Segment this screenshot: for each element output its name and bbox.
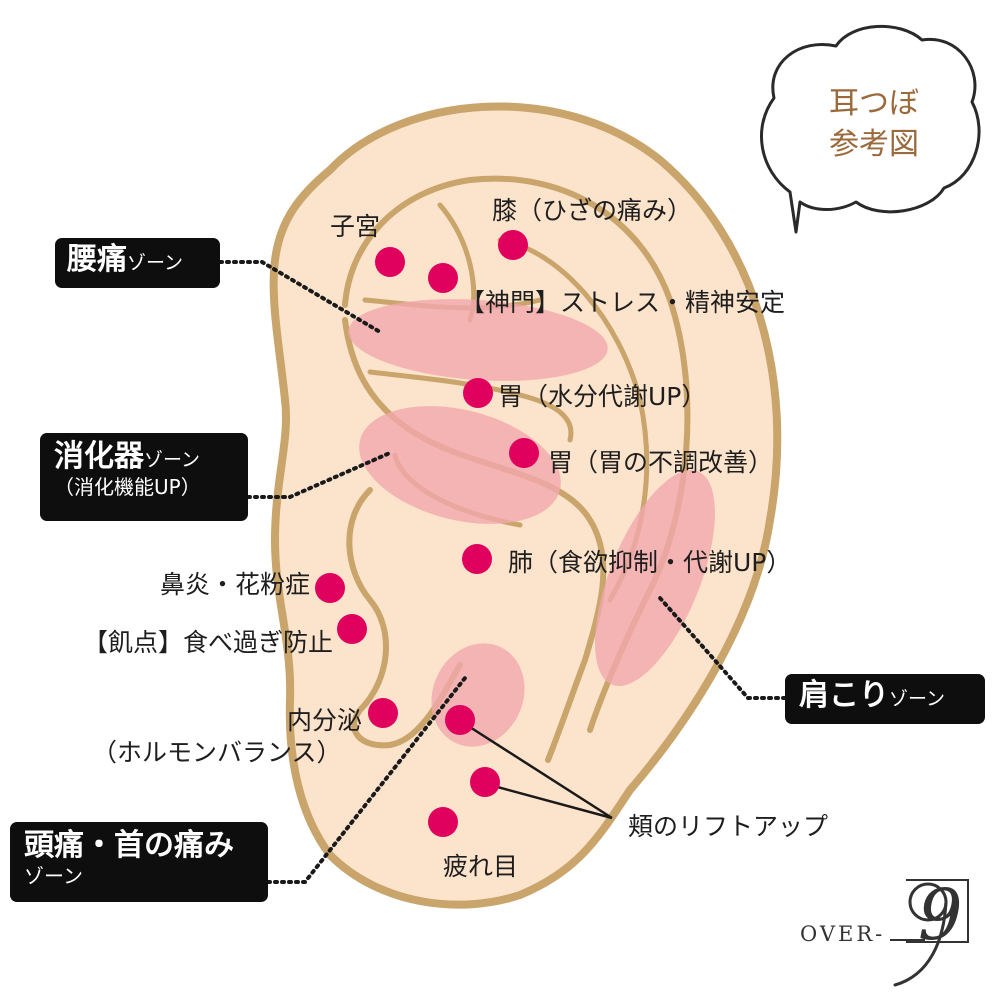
point-knee — [498, 230, 528, 260]
speech-bubble — [760, 24, 981, 234]
point-endocrine — [368, 698, 398, 728]
point-uterus — [375, 247, 405, 277]
label-lung: 肺（食欲抑制・代謝UP） — [508, 548, 792, 577]
logo-text-mark: 9 — [918, 874, 963, 956]
bubble-title: 耳つぼ 参考図 — [810, 84, 938, 165]
leader-headache — [266, 676, 467, 884]
point-shenmen — [428, 263, 458, 293]
label-rhinitis: 鼻炎・花粉症 — [159, 570, 310, 599]
label-cheek: 頬のリフトアップ — [628, 812, 829, 841]
logo-graphic — [890, 879, 969, 987]
point-stomach-upset — [509, 438, 539, 468]
point-rhinitis — [315, 573, 345, 603]
canal-ridge — [346, 487, 463, 749]
point-stomach-water — [463, 378, 493, 408]
label-stomach-upset: 胃（胃の不調改善） — [548, 448, 774, 477]
zone-digestive-main: 消化器 — [54, 439, 144, 474]
bubble-title-line1: 耳つぼ — [829, 86, 919, 121]
shoulder-zone-area — [595, 470, 715, 686]
cheek-line-2 — [489, 783, 613, 820]
leader-shoulder — [658, 596, 787, 700]
leader-digestive — [246, 450, 394, 499]
zone-label-lumbar: 腰痛ゾーン — [55, 238, 220, 288]
label-shenmen: 【神門】ストレス・精神安定 — [460, 288, 786, 317]
cheek-line-1 — [461, 720, 613, 820]
concha-ridge — [367, 369, 574, 443]
point-lung — [462, 544, 492, 574]
label-endocrine-sub: （ホルモンバランス） — [92, 738, 342, 767]
leader-lumbar — [218, 260, 382, 334]
label-hunger: 【飢点】食べ過ぎ防止 — [82, 628, 333, 657]
label-endocrine: 内分泌 — [286, 706, 362, 735]
label-knee: 膝（ひざの痛み） — [492, 196, 693, 225]
point-cheek-2 — [470, 767, 500, 797]
point-hunger — [337, 614, 367, 644]
zone-label-shoulder: 肩こりゾーン — [785, 674, 985, 724]
antihelix-ridge — [342, 317, 607, 763]
label-uterus: 子宮 — [330, 212, 381, 241]
logo-text: OVER- 9 — [800, 874, 963, 956]
zone-shoulder-suffix: ゾーン — [889, 688, 946, 710]
zone-shoulder-main: 肩こり — [799, 678, 889, 713]
label-eye: 疲れ目 — [443, 852, 519, 881]
logo-text-over: OVER- — [800, 922, 886, 946]
label-stomach-water: 胃（水分代謝UP） — [498, 382, 707, 411]
zone-headache-sub: ゾーン — [24, 864, 83, 888]
zone-headache-main: 頭痛・首の痛み — [24, 828, 234, 863]
point-cheek-1 — [445, 705, 475, 735]
zone-label-headache: 頭痛・首の痛み ゾーン — [10, 822, 268, 902]
zone-lumbar-suffix: ゾーン — [127, 252, 184, 274]
point-eye — [428, 807, 458, 837]
zone-digestive-suffix: ゾーン — [144, 449, 201, 471]
zone-digestive-sub: （消化機能UP） — [54, 475, 201, 499]
lumbar-zone-area — [348, 299, 608, 381]
bubble-title-line2: 参考図 — [829, 126, 919, 162]
zone-lumbar-main: 腰痛 — [67, 242, 127, 277]
zone-label-digestive: 消化器ゾーン （消化機能UP） — [40, 433, 248, 521]
digestive-zone-area — [359, 406, 561, 524]
